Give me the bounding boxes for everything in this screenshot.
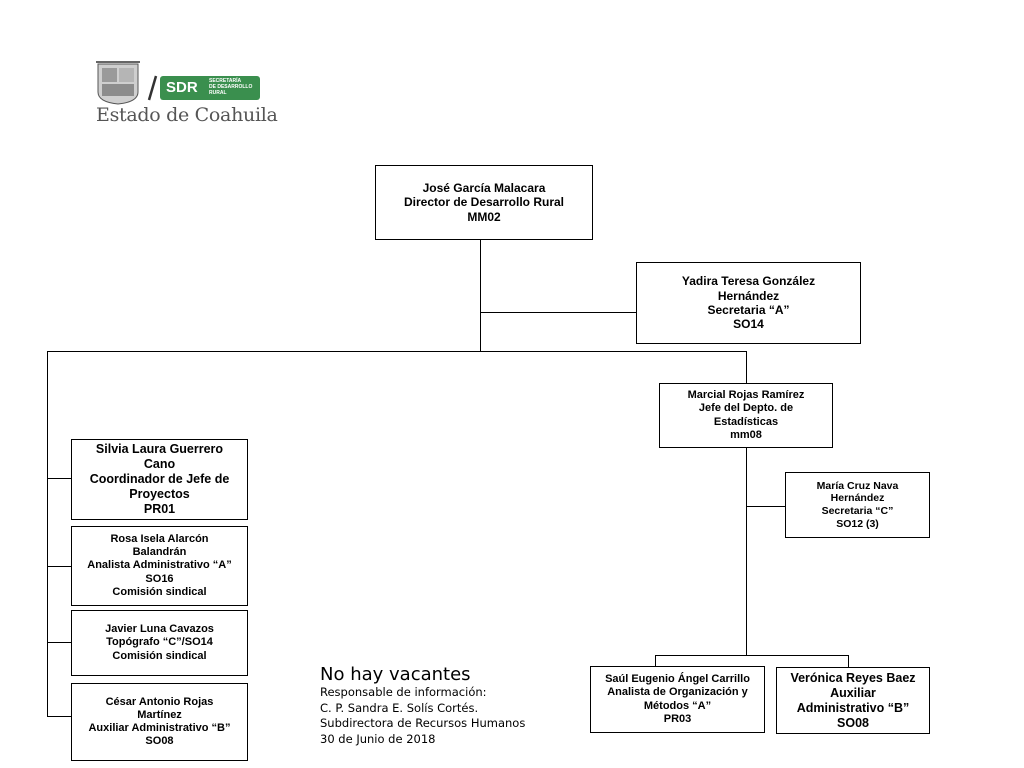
connector — [47, 478, 71, 479]
coahuila-sdr-logo: SDR SECRETARÍA DE DESARROLLO RURAL Estad… — [94, 58, 278, 130]
node-jefe-estadisticas: Marcial Rojas Ramírez Jefe del Depto. de… — [659, 383, 833, 448]
node-topografo: Javier Luna Cavazos Topógrafo “C”/SO14 C… — [71, 610, 248, 676]
connector — [746, 448, 747, 655]
responsible-label: Responsable de información: — [320, 685, 487, 699]
connector — [480, 240, 481, 352]
node-secretaria-a: Yadira Teresa González Hernández Secreta… — [636, 262, 861, 344]
connector — [47, 716, 71, 717]
connector — [746, 506, 785, 507]
notes-block: No hay vacantes Responsable de informaci… — [320, 664, 525, 747]
connector — [746, 351, 747, 383]
state-name: Estado de Coahuila — [96, 104, 278, 126]
connector — [655, 655, 848, 656]
report-date: 30 de Junio de 2018 — [320, 731, 436, 746]
connector — [47, 351, 746, 352]
node-analista-metodos: Saúl Eugenio Ángel Carrillo Analista de … — [590, 666, 765, 733]
coat-of-arms-icon — [96, 61, 260, 105]
responsible-name: C. P. Sandra E. Solís Cortés. — [320, 700, 479, 715]
connector — [480, 312, 636, 313]
node-auxiliar-b-right: Verónica Reyes Baez Auxiliar Administrat… — [776, 667, 930, 734]
node-secretaria-c: María Cruz Nava Hernández Secretaria “C”… — [785, 472, 930, 538]
connector — [655, 655, 656, 666]
sdr-text: SDR — [166, 79, 198, 96]
node-coordinador: Silvia Laura Guerrero Cano Coordinador d… — [71, 439, 248, 520]
connector — [47, 642, 71, 643]
node-analista-a: Rosa Isela Alarcón Balandrán Analista Ad… — [71, 526, 248, 606]
node-auxiliar-b-left: César Antonio Rojas Martínez Auxiliar Ad… — [71, 683, 248, 761]
node-director: José García Malacara Director de Desarro… — [375, 165, 593, 240]
vacancy-headline: No hay vacantes — [320, 664, 471, 685]
connector — [47, 566, 71, 567]
responsible-title: Subdirectora de Recursos Humanos — [320, 716, 526, 731]
connector — [848, 655, 849, 667]
sdr-subtitle: SECRETARÍA DE DESARROLLO RURAL — [209, 78, 253, 96]
connector — [47, 351, 48, 717]
